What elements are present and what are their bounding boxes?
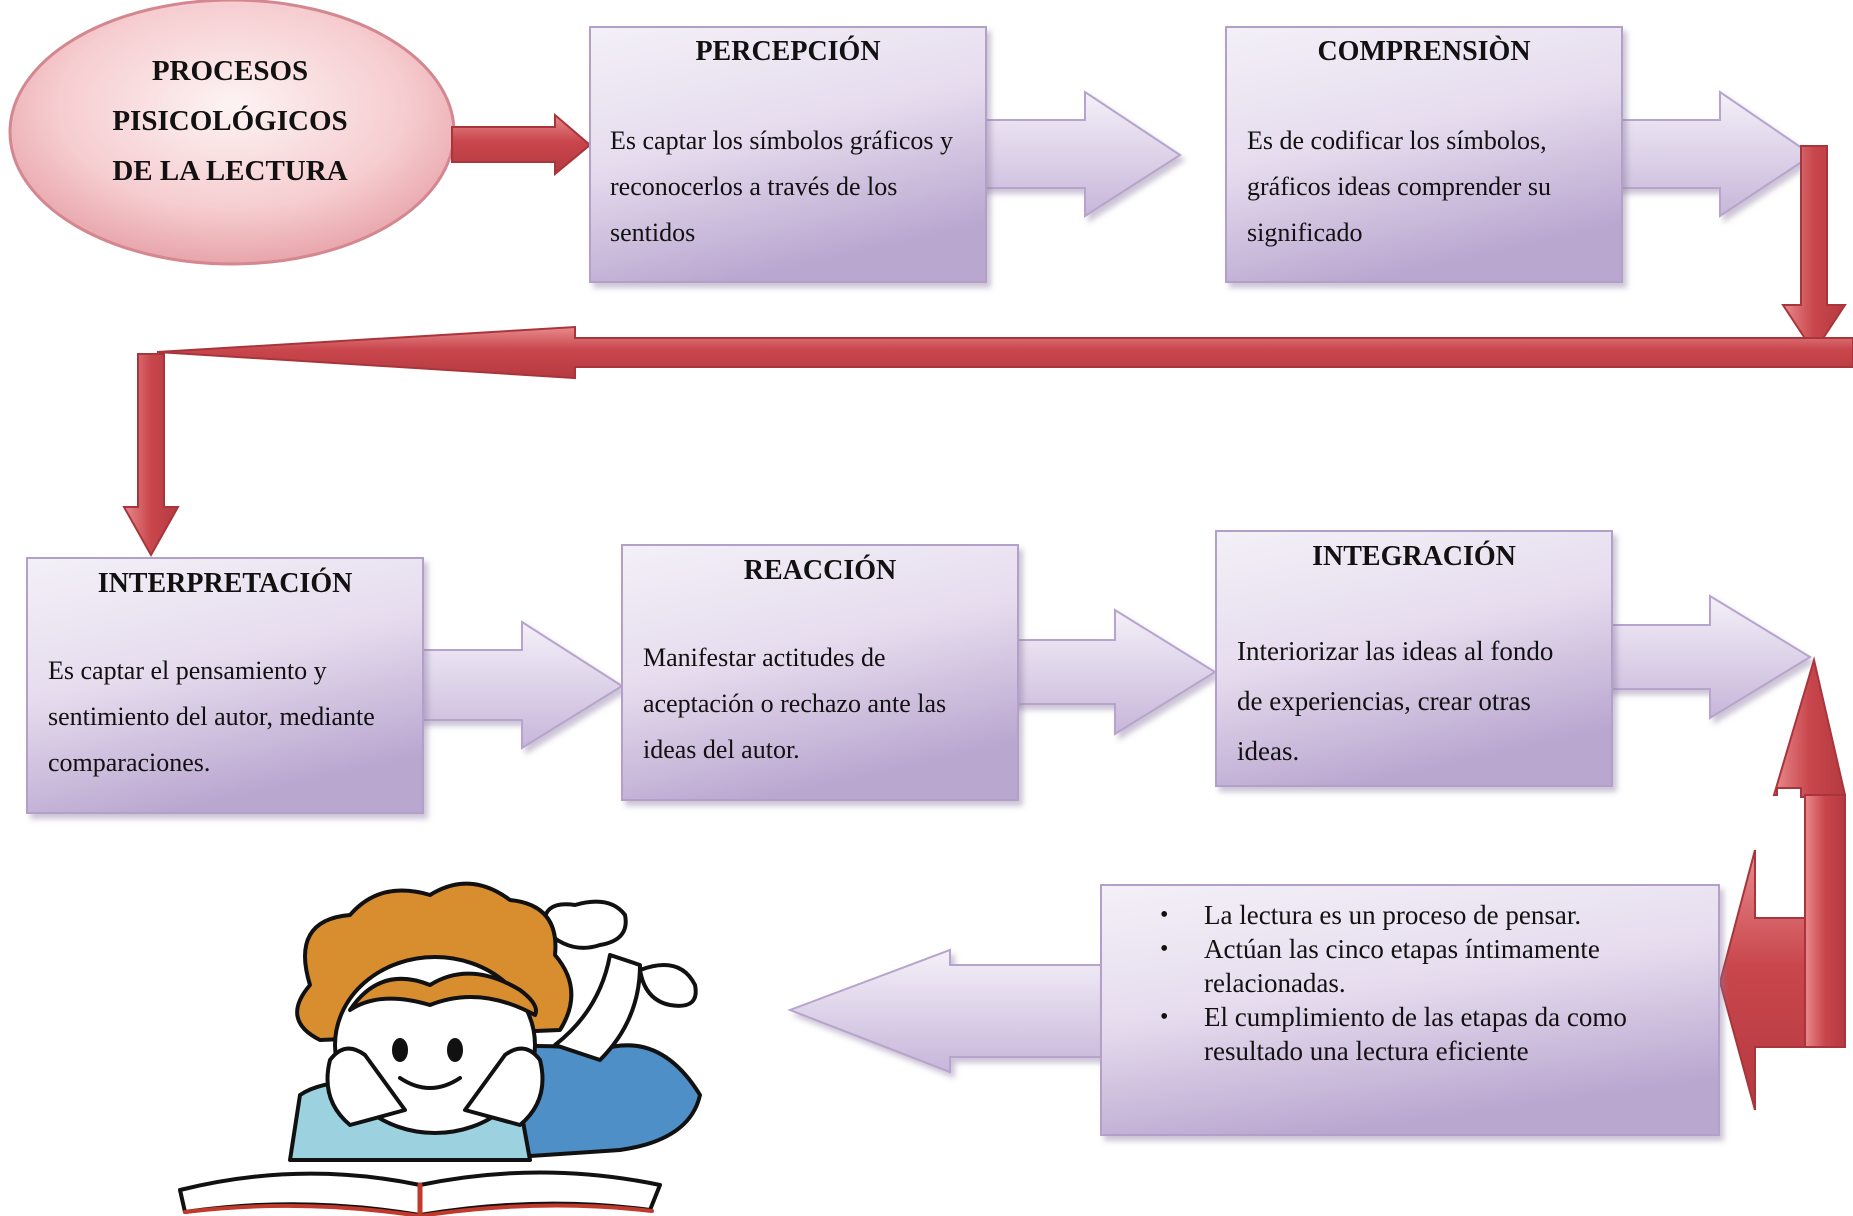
arrow-reaccion-to-integracion: [1009, 608, 1217, 736]
stage-text-reaccion: Manifestar actitudes de aceptación o rec…: [643, 635, 1013, 773]
stage-text-percepcion: Es captar los símbolos gráficos y recono…: [610, 118, 980, 256]
card-interpretacion: [26, 557, 424, 814]
summary-bullet: La lectura es un proceso de pensar.: [1160, 898, 1700, 932]
stage-title-reaccion: REACCIÓN: [743, 555, 897, 586]
bullet-line: resultado una lectura eficiente: [1204, 1036, 1529, 1066]
stage-line: Es captar los símbolos gráficos y: [610, 126, 953, 155]
card-percepcion: [589, 26, 987, 283]
arrow-summary-to-child: [787, 948, 1121, 1074]
stage-line: aceptación o rechazo ante las: [643, 689, 947, 718]
stage-line: ideas del autor.: [643, 735, 800, 764]
child-reading-icon: [178, 881, 702, 1216]
red-arrow-left-down: [122, 353, 180, 558]
title-line: PROCESOS: [151, 55, 309, 87]
bullet-line: relacionadas.: [1204, 968, 1346, 998]
red-bent-arrow: [1718, 656, 1846, 1111]
diagram-title: PROCESOS PISICOLÓGICOS DE LA LECTURA: [30, 46, 430, 196]
summary-list: La lectura es un proceso de pensar. Actú…: [1160, 898, 1700, 1068]
stage-line: sentidos: [610, 218, 696, 247]
red-arrow-oval-to-percepcion: [451, 112, 592, 177]
stage-line: Es de codificar los símbolos,: [1247, 126, 1547, 155]
card-comprension: [1225, 26, 1623, 283]
stage-line: de experiencias, crear otras: [1237, 686, 1531, 716]
stage-title-percepcion: PERCEPCIÓN: [695, 36, 881, 67]
stage-line: comparaciones.: [48, 748, 211, 777]
stage-line: ideas.: [1237, 736, 1300, 766]
stage-line: Manifestar actitudes de: [643, 643, 886, 672]
bullet-line: El cumplimiento de las etapas da como: [1204, 1002, 1627, 1032]
stage-title-integracion: INTEGRACIÓN: [1312, 541, 1516, 572]
stage-line: reconocerlos a través de los: [610, 172, 898, 201]
stage-line: gráficos ideas comprender su: [1247, 172, 1551, 201]
summary-bullet: El cumplimiento de las etapas da como re…: [1160, 1000, 1700, 1068]
stage-text-integracion: Interiorizar las ideas al fondo de exper…: [1237, 626, 1607, 776]
stage-title-interpretacion: INTERPRETACIÓN: [97, 568, 353, 599]
summary-bullet: Actúan las cinco etapas íntimamente rela…: [1160, 932, 1700, 1000]
stage-line: Es captar el pensamiento y: [48, 656, 327, 685]
card-reaccion: [621, 544, 1019, 801]
stage-text-comprension: Es de codificar los símbolos, gráficos i…: [1247, 118, 1617, 256]
stage-line: significado: [1247, 218, 1363, 247]
stage-title-comprension: COMPRENSIÒN: [1317, 36, 1531, 67]
red-arrow-long-left: [156, 325, 1853, 380]
bullet-line: Actúan las cinco etapas íntimamente: [1204, 934, 1600, 964]
title-line: DE LA LECTURA: [112, 155, 348, 187]
title-line: PISICOLÓGICOS: [112, 105, 348, 137]
card-integracion: [1215, 530, 1613, 787]
stage-line: sentimiento del autor, mediante: [48, 702, 375, 731]
arrow-integracion-to-edge: [1599, 594, 1812, 720]
arrow-interpretacion-to-reaccion: [419, 620, 624, 750]
red-arrow-right-down: [1781, 145, 1847, 354]
stage-line: Interiorizar las ideas al fondo: [1237, 636, 1554, 666]
stage-text-interpretacion: Es captar el pensamiento y sentimiento d…: [48, 648, 418, 786]
bullet-line: La lectura es un proceso de pensar.: [1204, 900, 1582, 930]
